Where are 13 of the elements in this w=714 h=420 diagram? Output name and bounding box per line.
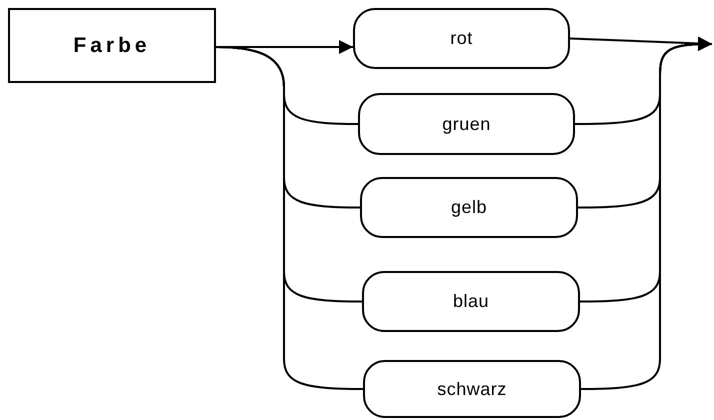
- option-label: gruen: [442, 114, 491, 134]
- option-label: rot: [450, 28, 473, 49]
- terminal-rounded-box: [353, 8, 570, 69]
- option-label: schwarz: [437, 378, 507, 400]
- nonterminal-box: [8, 8, 216, 83]
- terminal-rounded-box: [360, 177, 578, 238]
- connector-line: [216, 46, 363, 390]
- terminal-rounded-box: [363, 360, 581, 418]
- rule-name: Farbe: [73, 34, 151, 58]
- option-label: gelb: [450, 197, 488, 218]
- option-label: blau: [452, 291, 490, 312]
- terminal-rounded-box: [358, 93, 575, 155]
- terminal-rounded-box: [362, 271, 580, 332]
